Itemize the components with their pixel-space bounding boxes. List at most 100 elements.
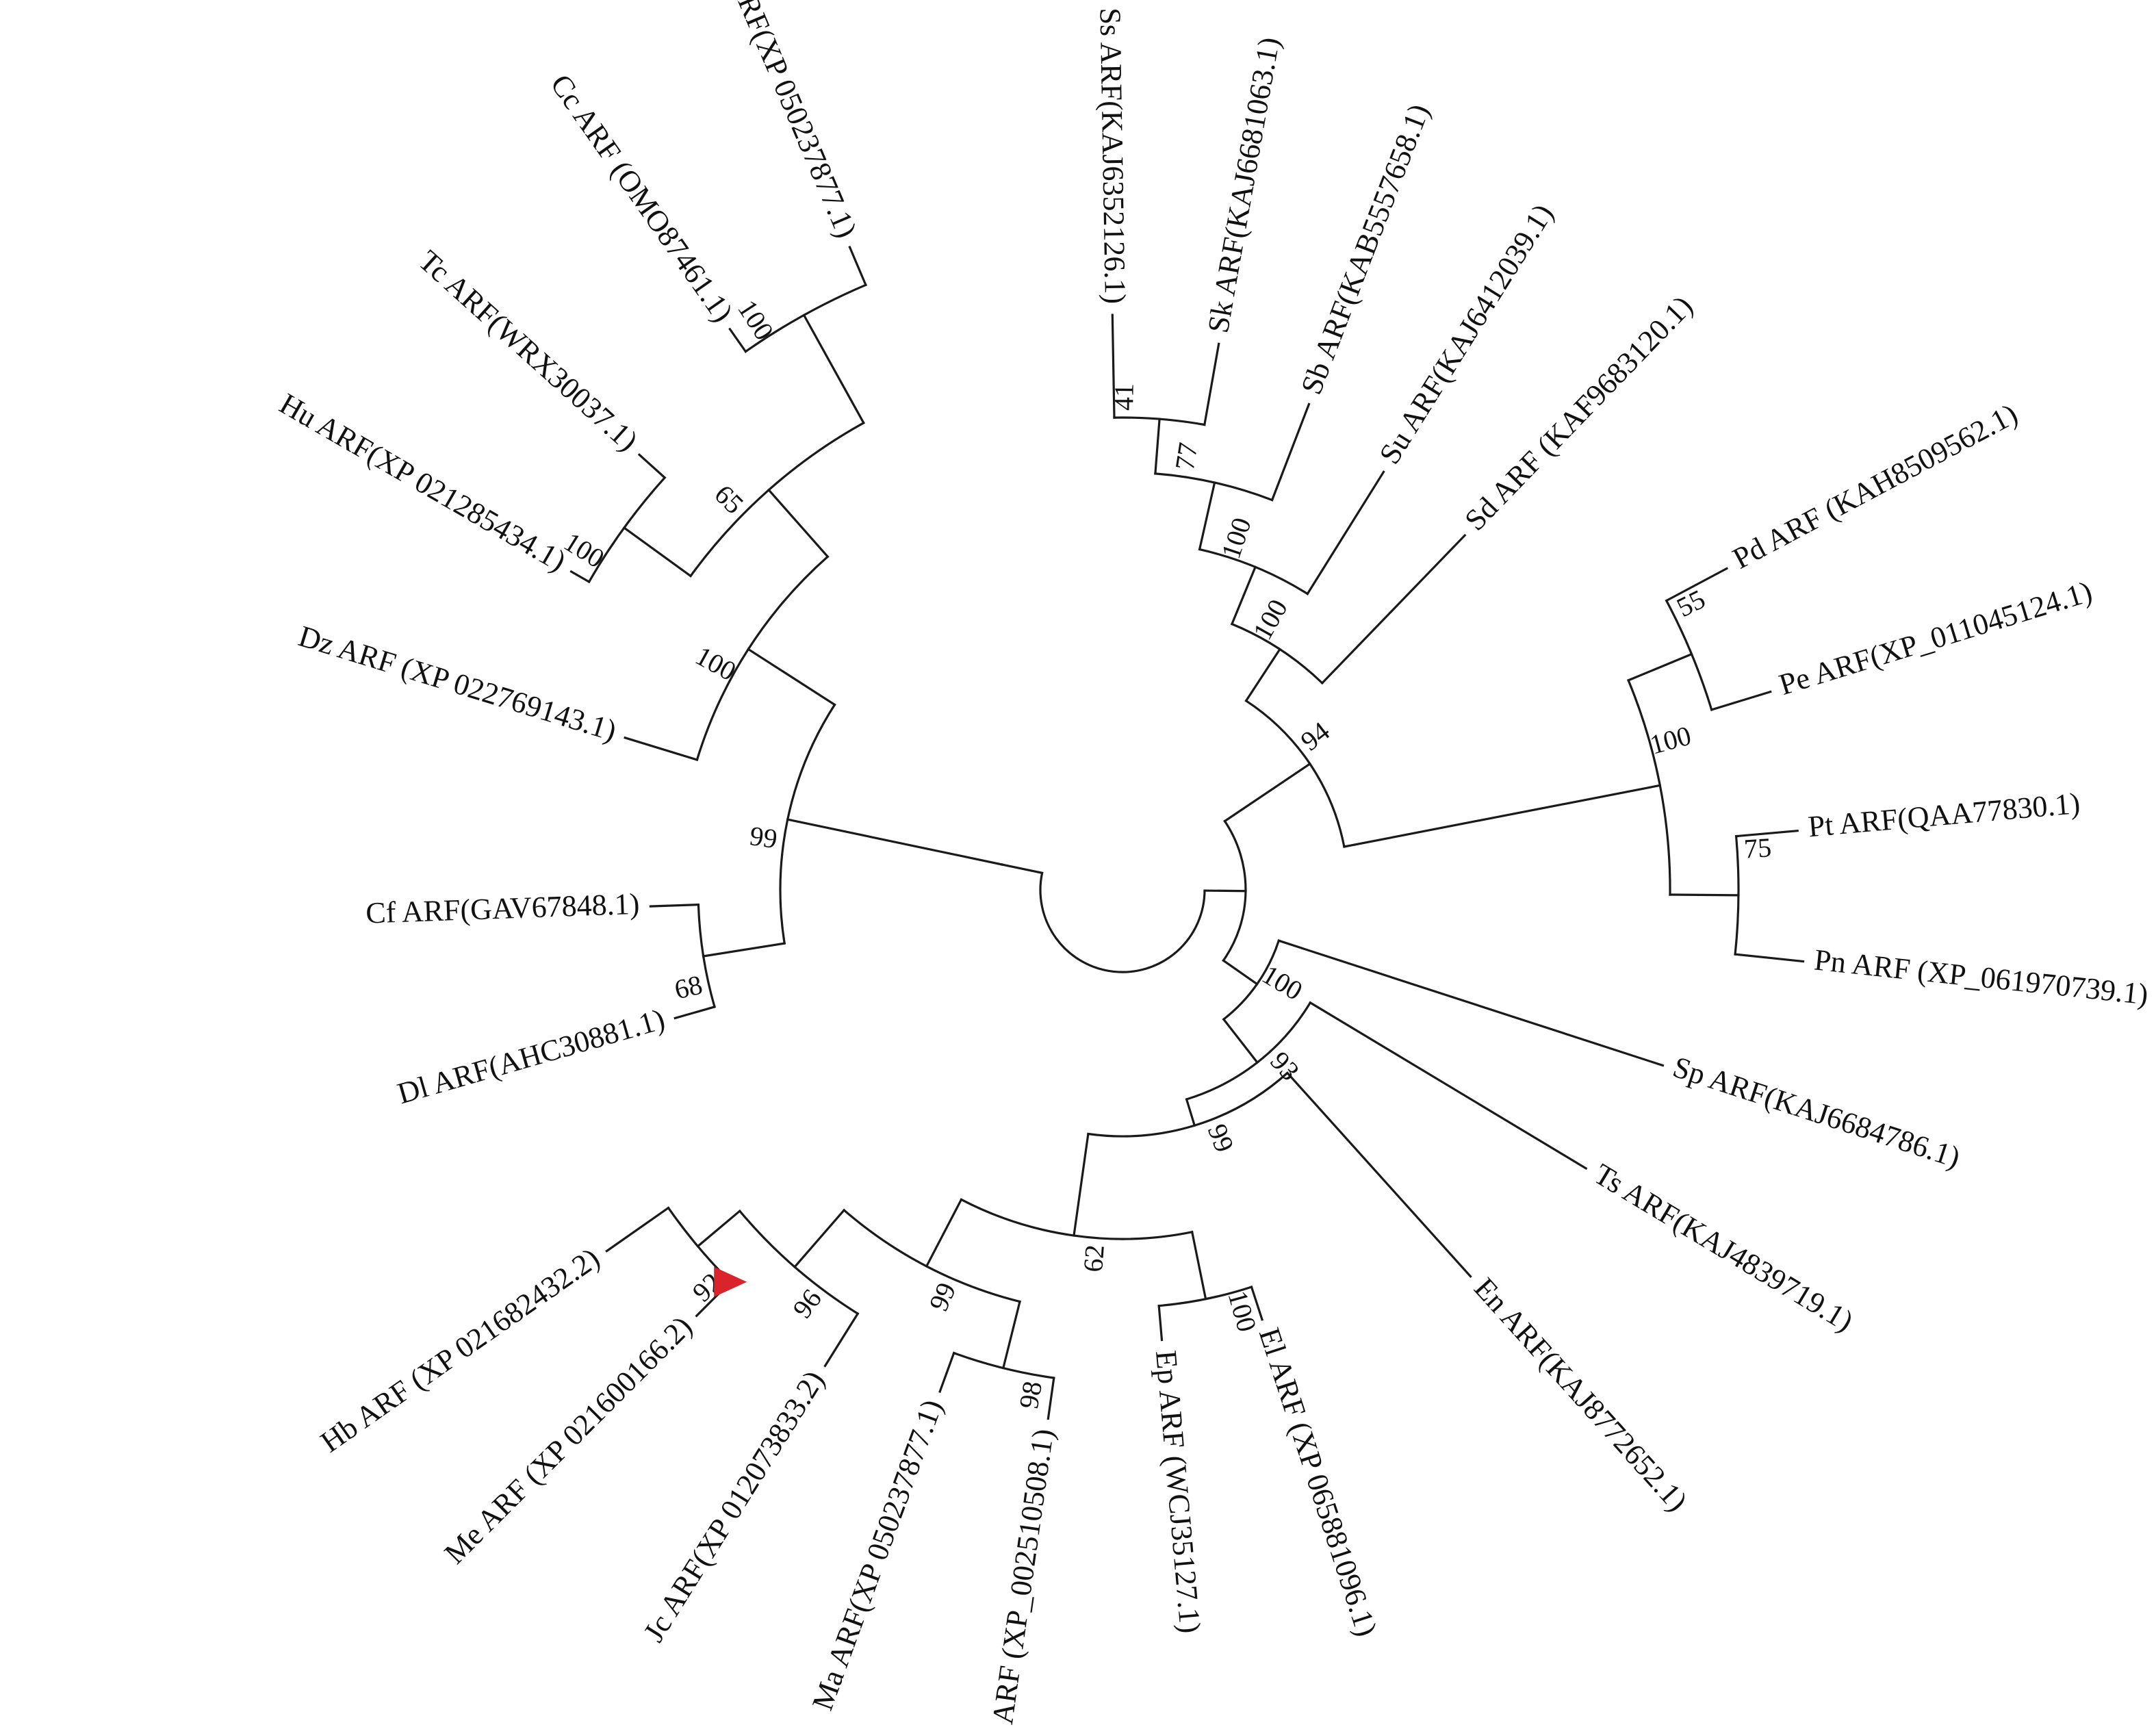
support-value: 100 <box>1257 959 1308 1006</box>
node-arc <box>1113 416 1206 426</box>
leaf-branch <box>1250 1285 1264 1321</box>
node-arc <box>1198 548 1309 596</box>
leaf-label: Dz ARF (XP 022769143.1) <box>295 619 621 747</box>
leaf-branch <box>1270 402 1311 502</box>
support-value: 100 <box>691 640 741 687</box>
leaf-label: Sk ARF(KAJ6681063.1) <box>1201 35 1286 335</box>
node-arc <box>697 903 716 1008</box>
node-arc <box>1157 1285 1253 1307</box>
internal-branch <box>1185 1098 1196 1127</box>
node-arc <box>952 1351 1055 1379</box>
leaf-branch <box>1734 829 1799 838</box>
support-value: 77 <box>1169 441 1204 472</box>
internal-branch <box>1222 958 1259 986</box>
node-arc <box>744 283 867 353</box>
leaf-branch <box>1734 953 1805 963</box>
leaf-branch <box>673 1005 716 1020</box>
red-triangle-icon <box>714 1266 747 1297</box>
leaf-branch <box>823 1312 860 1368</box>
leaf-branch <box>637 453 667 480</box>
internal-branch <box>1190 1230 1207 1301</box>
internal-branch <box>1001 863 1044 875</box>
leaf-branch <box>1285 1071 1472 1279</box>
support-value: 62 <box>1077 1244 1110 1273</box>
leaf-label: Hu ARF(XP 021285434.1) <box>274 387 572 578</box>
internal-branch <box>793 1208 846 1269</box>
internal-branch <box>1073 1132 1090 1237</box>
internal-branch <box>1001 1300 1021 1370</box>
leaf-branch <box>938 1351 955 1394</box>
leaf-label: Rc ARF (XP_002510508.1) <box>980 1427 1060 1727</box>
support-value: 100 <box>1647 720 1695 760</box>
leaf-label: Sp ARF(KAJ6684786.1) <box>1669 1050 1964 1175</box>
node-arc <box>689 421 865 578</box>
internal-branch <box>702 942 786 958</box>
root-arc <box>1039 871 1206 973</box>
leaf-branch <box>624 736 699 761</box>
leaf-label: En ARF(KAJ8772652.1) <box>1467 1271 1694 1518</box>
internal-branch <box>622 526 693 578</box>
support-value: 41 <box>1108 383 1139 411</box>
internal-branch <box>1343 784 1662 848</box>
support-value: 55 <box>1671 583 1710 623</box>
leaf-label: Ma ARF(XP 050237877.1) <box>806 1395 949 1715</box>
leaf-label: El ARF (XP 065881096.1) <box>1253 1324 1384 1640</box>
node-arc <box>1627 678 1671 896</box>
node-arc <box>1185 1001 1312 1101</box>
support-value: 100 <box>1222 1288 1262 1335</box>
leaf-label: Sb ARF(KAB5557658.1) <box>1294 99 1436 399</box>
leaf-branch <box>848 246 867 287</box>
node-arc <box>1665 599 1713 711</box>
node-arc <box>960 1198 1194 1240</box>
leaf-label: Jc ARF(XP 012073833.2) <box>637 1365 831 1648</box>
node-arc <box>738 1209 860 1316</box>
leaf-label: Pe ARF(XP_011045124.1) <box>1775 574 2096 702</box>
leaf-branch <box>1203 342 1220 426</box>
leaf-label: Ts ARF(KAJ4839719.1) <box>1589 1157 1860 1338</box>
leaf-branch <box>649 903 700 908</box>
leaf-label: Ss ARF(KAJ6352126.1) <box>1093 8 1132 305</box>
leaf-branch <box>605 1206 670 1253</box>
tree-branches <box>569 246 1805 1420</box>
node-arc <box>1222 939 1281 1021</box>
leaf-branch <box>1277 939 1665 1067</box>
node-arc <box>695 554 830 761</box>
leaf-label: Tc ARF(WRX30037.1) <box>412 244 644 457</box>
internal-branch <box>767 488 830 559</box>
leaf-branch <box>1306 470 1385 596</box>
leaf-branch <box>1320 533 1467 685</box>
leaf-label: Pd ARF (KAH8509562.1) <box>1728 397 2023 576</box>
node-arc <box>1734 834 1740 956</box>
support-value: 100 <box>1246 594 1294 645</box>
node-arc <box>1222 819 1247 962</box>
support-value: 99 <box>923 1278 962 1316</box>
internal-branch <box>1230 565 1257 626</box>
leaf-labels: Ss ARF(KAJ6352126.1) Sk ARF(KAJ6681063.1)… <box>274 0 2150 1727</box>
internal-branch <box>1154 418 1161 475</box>
leaf-label: Ma ARF(XP 050237877.1) <box>705 0 864 242</box>
leaf-branch <box>1309 1001 1588 1170</box>
highlight-marker <box>714 1266 747 1297</box>
internal-branch <box>1244 648 1282 703</box>
internal-branch <box>1627 652 1693 682</box>
internal-branch <box>802 314 865 424</box>
leaf-label: Cc ARF (OMO87461.1) <box>544 68 740 329</box>
leaf-branch <box>728 327 747 353</box>
internal-branch <box>1198 481 1216 551</box>
node-arc <box>1087 1071 1289 1138</box>
internal-branch <box>1223 762 1312 823</box>
node-arc <box>1154 472 1274 502</box>
support-value: 99 <box>1202 1120 1240 1156</box>
leaf-label: Dl ARF(AHC30881.1) <box>394 1002 668 1110</box>
leaf-label: Pt ARF(QAA77830.1) <box>1807 786 2081 844</box>
leaf-label: Ep ARF (WCJ35127.1) <box>1149 1349 1207 1635</box>
support-value: 75 <box>1743 832 1773 864</box>
leaf-branch <box>569 570 591 584</box>
node-arc <box>842 1208 1021 1303</box>
internal-branch <box>696 1209 742 1248</box>
support-value: 68 <box>671 969 705 1006</box>
support-value: 100 <box>732 294 780 346</box>
leaf-label: Sd ARF (KAF9683120.1) <box>1459 290 1699 537</box>
